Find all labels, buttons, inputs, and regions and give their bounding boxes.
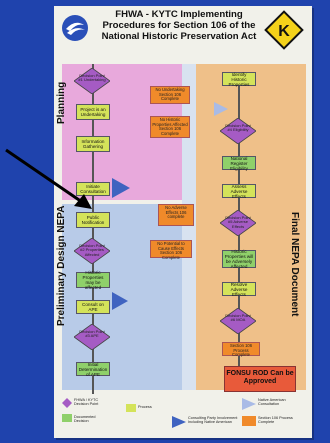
native-american-triangle <box>214 102 228 116</box>
decision-point-6: Decision Point #6 MOA <box>220 308 256 334</box>
legend-documented-label: Documented Decision <box>74 415 96 424</box>
decision-point-5-text: Decision Point #5 Adverse Effects <box>225 215 251 229</box>
flow-box-assess-effects: Assess Adverse Effects <box>222 184 256 199</box>
legend-decision-icon <box>62 398 72 408</box>
legend-native-icon <box>242 398 256 410</box>
flowchart-sheet: FHWA - KYTC Implementing Procedures for … <box>54 6 312 438</box>
note-no-undertaking: No Undertaking Section 106 Complete <box>150 86 190 104</box>
decision-point-3: Decision Point #3 APE <box>74 324 110 350</box>
legend-decision-label: FHWA / KYTC Decision Point <box>74 398 99 407</box>
consulting-party-triangle-2 <box>112 292 128 310</box>
legend-consulting-label: Consulting Party Involvement Including N… <box>188 416 238 425</box>
flow-box-identify: Identify Historic Properties <box>222 72 256 87</box>
consulting-party-triangle-1 <box>112 178 130 198</box>
preliminary-band <box>62 204 190 390</box>
kentucky-k-sign-icon: K <box>264 10 304 50</box>
flow-box-undertaking: Project is an Undertaking <box>76 104 110 120</box>
flow-box-public-notification: Public Notification <box>76 212 110 228</box>
decision-point-6-text: Decision Point #6 MOA <box>225 313 251 323</box>
legend-consulting-icon <box>172 416 186 428</box>
note-no-potential: No Potential to Cause Effects Section 10… <box>150 240 192 260</box>
flow-box-eligibility: National Register Eligibility <box>222 156 256 171</box>
middle-strip <box>182 64 196 390</box>
flow-box-consult-ape: Consult on APE <box>76 300 110 314</box>
decision-point-3-text: Decision Point #3 APE <box>79 329 105 339</box>
decision-point-1-text: Decision Point #1 Undertaking <box>78 73 106 83</box>
flow-box-resolve: Resolve Adverse Effects <box>222 282 256 297</box>
legend-complete-label: Section 106 Process Complete <box>258 416 293 425</box>
note-no-adverse-effects: No Adverse Effects 106 complete <box>158 204 194 226</box>
fonsu-rod-box: FONSU ROD Can be Approved <box>224 366 296 392</box>
dot-logo-icon <box>62 15 88 41</box>
legend-process-icon <box>126 404 136 412</box>
legend-native-label: Native American Consultation <box>258 398 286 407</box>
decision-point-2: Decision Point #2 Properties Affected <box>74 238 110 264</box>
flow-box-properties-affected: Historic Properties may be affected <box>76 270 110 290</box>
decision-point-4: Decision Point #4 Eligibility <box>220 118 256 144</box>
legend: FHWA / KYTC Decision Point Documented De… <box>60 396 306 436</box>
decision-point-4-text: Decision Point #4 Eligibility <box>225 123 251 133</box>
flow-box-information: Information Gathering <box>76 136 110 152</box>
sign-letter: K <box>278 23 290 40</box>
legend-complete-icon <box>242 416 256 426</box>
decision-point-2-text: Decision Point #2 Properties Affected <box>79 243 105 257</box>
legend-documented-icon <box>62 414 72 422</box>
flow-box-initiate: Initiate Consultation <box>76 182 110 196</box>
flow-box-initial-ape: Initial Determination of APE <box>76 362 110 377</box>
decision-point-1: Decision Point #1 Undertaking <box>74 68 110 94</box>
decision-point-5: Decision Point #5 Adverse Effects <box>220 210 256 236</box>
left-flow-line <box>92 64 94 394</box>
legend-process-label: Process <box>138 405 152 409</box>
flow-box-adversely-affected: Historic Properties will be Adversely Af… <box>222 249 256 269</box>
document-title: FHWA - KYTC Implementing Procedures for … <box>101 9 257 42</box>
note-process-complete: Section 106 Process Complete <box>222 342 260 357</box>
note-no-historic-properties: No Historic Properties Affected Section … <box>150 116 190 138</box>
